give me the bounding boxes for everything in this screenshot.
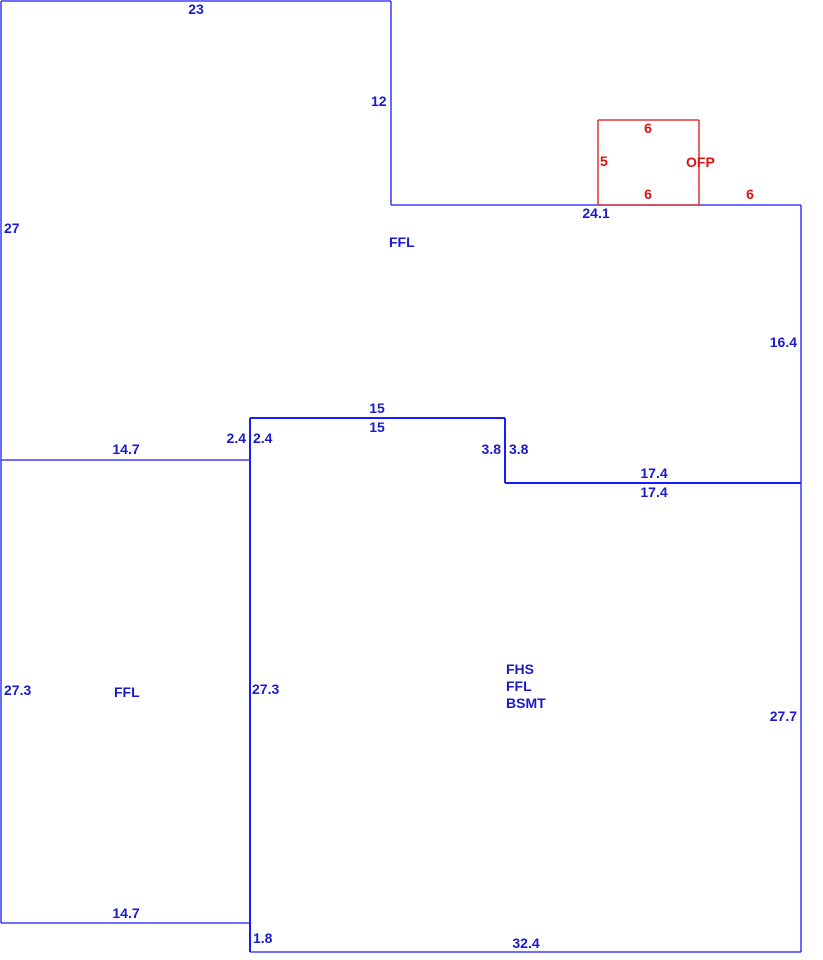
porch-right-run-dim: 6 [746, 186, 754, 202]
main-offset-dim: 2.4 [253, 430, 273, 446]
main-code-3: BSMT [506, 695, 546, 711]
porch-code: OFP [686, 154, 715, 170]
upper-top-dim: 23 [188, 1, 204, 17]
main-corner-dim: 1.8 [253, 930, 273, 946]
main-notch-left-dim: 3.8 [482, 441, 502, 457]
left-wing-top-dim: 14.7 [112, 441, 139, 457]
left-wing-bottom-dim: 14.7 [112, 905, 139, 921]
porch-bottom-dim: 6 [644, 186, 652, 202]
left-wing-left-dim: 27.3 [4, 682, 31, 698]
upper-step-dim: 12 [371, 93, 387, 109]
main-code-1: FHS [506, 661, 534, 677]
main-top-inner-dim: 15 [369, 419, 385, 435]
main-left-dim: 27.3 [252, 681, 279, 697]
porch-top-dim: 6 [644, 120, 652, 136]
upper-right-dim: 16.4 [770, 334, 797, 350]
main-notch-bottom-dim: 17.4 [640, 484, 667, 500]
porch [597, 119, 700, 206]
upper-section-code: FFL [389, 234, 415, 250]
main-code-2: FFL [506, 678, 532, 694]
upper-bottom-run-dim: 24.1 [582, 205, 609, 221]
left-wing-code: FFL [114, 684, 140, 700]
main-top-dim: 15 [369, 400, 385, 416]
left-wing [0, 459, 250, 924]
left-wing-offset-dim: 2.4 [227, 430, 247, 446]
main-section [249, 417, 802, 953]
main-notch-top-dim: 17.4 [640, 465, 667, 481]
upper-section [0, 0, 802, 483]
upper-left-dim: 27 [4, 220, 20, 236]
main-right-dim: 27.7 [770, 708, 797, 724]
main-bottom-dim: 32.4 [512, 935, 539, 951]
porch-left-dim: 5 [600, 153, 608, 169]
main-notch-right-dim: 3.8 [509, 441, 529, 457]
